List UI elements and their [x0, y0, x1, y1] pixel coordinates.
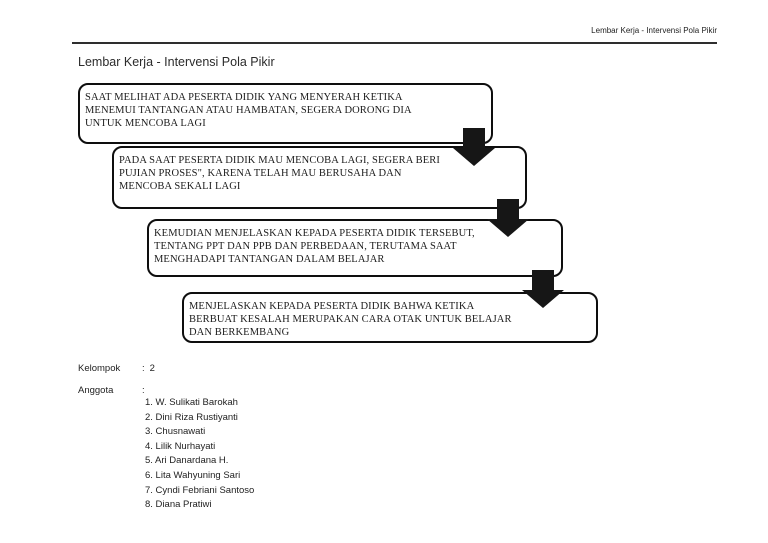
group-label: Kelompok [78, 363, 121, 374]
member-item: 2. Dini Riza Rustiyanti [145, 411, 238, 423]
down-arrow-icon [487, 199, 529, 237]
flow-step-2-line-3: MENCOBA SEKALI LAGI [119, 181, 241, 192]
flow-step-3-line-2: TENTANG PPT DAN PPB DAN PERBEDAAN, TERUT… [154, 241, 457, 252]
flow-step-3-line-1: KEMUDIAN MENJELASKAN KEPADA PESERTA DIDI… [154, 228, 475, 239]
flow-step-1: SAAT MELIHAT ADA PESERTA DIDIK YANG MENY… [78, 83, 493, 144]
member-item: 3. Chusnawati [145, 426, 206, 438]
flow-step-2-line-1: PADA SAAT PESERTA DIDIK MAU MENCOBA LAGI… [119, 155, 440, 166]
flow-step-2: PADA SAAT PESERTA DIDIK MAU MENCOBA LAGI… [112, 146, 527, 209]
header-rule [72, 42, 717, 44]
flow-step-4-line-3: DAN BERKEMBANG [189, 327, 290, 338]
flow-step-4-line-2: BERBUAT KESALAH MERUPAKAN CARA OTAK UNTU… [189, 314, 512, 325]
down-arrow-icon [453, 128, 495, 166]
flow-step-4: MENJELASKAN KEPADA PESERTA DIDIK BAHWA K… [182, 292, 598, 343]
group-colon: : [142, 363, 145, 374]
flow-step-3: KEMUDIAN MENJELASKAN KEPADA PESERTA DIDI… [147, 219, 563, 277]
member-item: 4. Lilik Nurhayati [145, 440, 216, 452]
flow-step-4-line-1: MENJELASKAN KEPADA PESERTA DIDIK BAHWA K… [189, 301, 475, 312]
group-row: Kelompok:2 [78, 363, 155, 374]
member-list: 1. W. Sulikati Barokah 2. Dini Riza Rust… [145, 396, 254, 513]
member-item: 5. Ari Danardana H. [145, 455, 229, 467]
member-item: 6. Lita Wahyuning Sari [145, 469, 241, 481]
flow-step-2-line-2: PUJIAN PROSES", KARENA TELAH MAU BERUSAH… [119, 168, 402, 179]
members-row: Anggota: [78, 385, 145, 396]
member-item: 8. Diana Pratiwi [145, 499, 212, 511]
member-item: 1. W. Sulikati Barokah [145, 397, 238, 408]
flow-step-3-line-3: MENGHADAPI TANTANGAN DALAM BELAJAR [154, 254, 385, 265]
members-label: Anggota [78, 385, 114, 396]
members-colon: : [142, 385, 145, 396]
group-value: 2 [149, 363, 155, 374]
flow-step-1-line-2: MENEMUI TANTANGAN ATAU HAMBATAN, SEGERA … [85, 105, 412, 116]
flow-step-1-line-1: SAAT MELIHAT ADA PESERTA DIDIK YANG MENY… [85, 92, 403, 103]
running-header-title: Lembar Kerja - Intervensi Pola Pikir [591, 26, 717, 35]
page-title: Lembar Kerja - Intervensi Pola Pikir [78, 55, 275, 69]
flow-step-1-line-3: UNTUK MENCOBA LAGI [85, 118, 206, 129]
down-arrow-icon [522, 270, 564, 308]
member-item: 7. Cyndi Febriani Santoso [145, 484, 255, 496]
